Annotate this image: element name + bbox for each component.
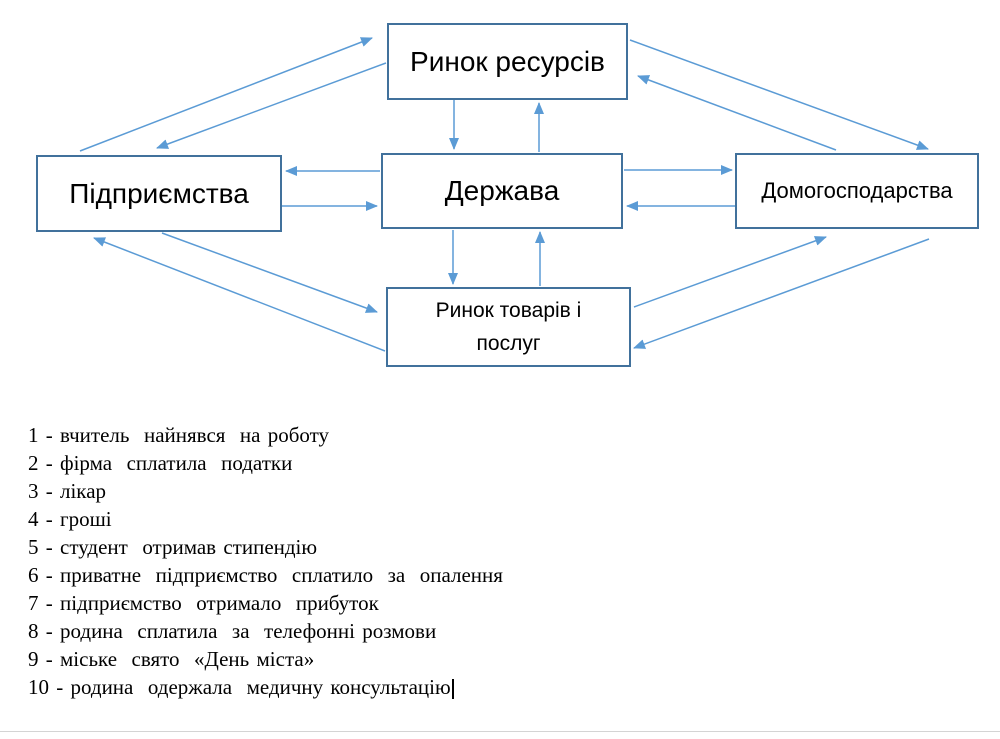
list-item-7: 7 - підприємство отримало прибуток: [28, 589, 968, 617]
list-item-8: 8 - родина сплатила за телефонні розмови: [28, 617, 968, 645]
list-item-6: 6 - приватне підприємство сплатило за оп…: [28, 561, 968, 589]
arrow-resources-to-enterprises[interactable]: [156, 62, 387, 149]
list-item-3: 3 - лікар: [28, 477, 968, 505]
arrow-households-to-goods[interactable]: [633, 238, 930, 349]
list-item-6-text: 6 - приватне підприємство сплатило за оп…: [28, 563, 503, 587]
arrow-resources-to-households[interactable]: [629, 39, 929, 150]
box-goods-market-label-line2: послуг: [476, 332, 541, 355]
list-item-8-text: 8 - родина сплатила за телефонні розмови: [28, 619, 437, 643]
list-item-7-text: 7 - підприємство отримало прибуток: [28, 591, 379, 615]
list-item-10: 10 - родина одержала медичну консультаці…: [28, 673, 968, 701]
box-households[interactable]: Домогосподарства: [735, 153, 979, 229]
list-item-1-text: 1 - вчитель найнявся на роботу: [28, 423, 330, 447]
list-item-5: 5 - студент отримав стипендію: [28, 533, 968, 561]
list-item-4-text: 4 - гроші: [28, 507, 112, 531]
box-households-label: Домогосподарства: [761, 178, 953, 203]
list-item-9: 9 - міське свято «День міста»: [28, 645, 968, 673]
list-item-1: 1 - вчитель найнявся на роботу: [28, 421, 968, 449]
list-item-3-text: 3 - лікар: [28, 479, 107, 503]
text-caret: [451, 679, 454, 699]
list-item-9-text: 9 - міське свято «День міста»: [28, 647, 315, 671]
list-item-10-text: 10 - родина одержала медичну консультаці…: [28, 675, 451, 699]
box-state[interactable]: Держава: [381, 153, 623, 229]
box-enterprises-label: Підприємства: [69, 177, 249, 209]
items-list: 1 - вчитель найнявся на роботу 2 - фірма…: [28, 421, 968, 701]
box-resources-market-label: Ринок ресурсів: [410, 45, 605, 77]
arrow-enterprises-to-resources[interactable]: [79, 37, 373, 152]
box-resources-market[interactable]: Ринок ресурсів: [387, 23, 628, 100]
box-goods-market-label-line1: Ринок товарів і: [435, 299, 582, 322]
box-state-label: Держава: [444, 175, 560, 206]
arrow-goods-to-households[interactable]: [633, 236, 827, 308]
page-bottom-divider: [0, 731, 1000, 732]
list-item-2: 2 - фірма сплатила податки: [28, 449, 968, 477]
arrow-goods-to-enterprises[interactable]: [93, 237, 386, 352]
list-item-2-text: 2 - фірма сплатила податки: [28, 451, 293, 475]
list-item-4: 4 - гроші: [28, 505, 968, 533]
box-enterprises[interactable]: Підприємства: [36, 155, 282, 232]
arrow-enterprises-to-goods[interactable]: [161, 232, 378, 313]
arrow-households-to-resources[interactable]: [637, 75, 837, 151]
box-goods-market[interactable]: Ринок товарів і послуг: [386, 287, 631, 367]
list-item-5-text: 5 - студент отримав стипендію: [28, 535, 318, 559]
